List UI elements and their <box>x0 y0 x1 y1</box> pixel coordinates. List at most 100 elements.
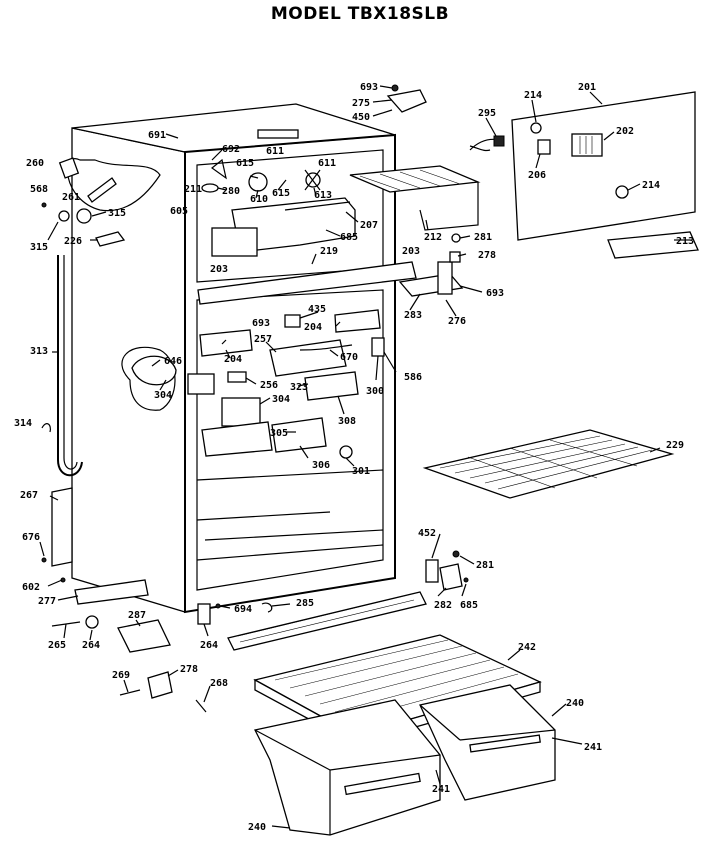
fan-motor <box>248 172 268 192</box>
label-605: 605 <box>170 206 188 217</box>
defrost-timer <box>131 355 177 386</box>
label-242: 242 <box>518 642 536 653</box>
middle-components <box>131 309 385 459</box>
switch-bottom <box>147 671 173 699</box>
control-cover <box>271 417 327 453</box>
label-281-lower: 281 <box>476 560 494 571</box>
label-214-lower: 214 <box>642 180 660 191</box>
roller <box>85 615 99 629</box>
label-203: 203 <box>210 264 228 275</box>
crisper-assembly <box>253 634 556 836</box>
housing-front <box>201 421 273 457</box>
label-257: 257 <box>254 334 272 345</box>
part-labels: 693 275 450 295 214 201 202 206 214 213 … <box>14 82 694 833</box>
label-203-right: 203 <box>402 246 420 257</box>
label-694: 694 <box>234 604 252 615</box>
label-568: 568 <box>30 184 48 195</box>
drain-tube <box>57 255 83 477</box>
label-313: 313 <box>30 346 48 357</box>
label-267: 267 <box>20 490 38 501</box>
light-socket <box>371 337 385 357</box>
label-240: 240 <box>566 698 584 709</box>
label-202: 202 <box>616 126 634 137</box>
control-panel <box>511 91 696 241</box>
label-613: 613 <box>314 190 332 201</box>
label-452: 452 <box>418 528 436 539</box>
kick-plate-left <box>74 579 149 605</box>
label-229: 229 <box>666 440 684 451</box>
lower-parts <box>51 550 469 713</box>
label-602: 602 <box>22 582 40 593</box>
label-269: 269 <box>112 670 130 681</box>
fan-motor-housing <box>211 227 258 257</box>
label-301: 301 <box>352 466 370 477</box>
bracket-left <box>199 329 253 357</box>
label-314: 314 <box>14 418 32 429</box>
control-knob-housing <box>571 133 603 157</box>
label-586: 586 <box>404 372 422 383</box>
panel-screw <box>530 122 542 134</box>
label-305: 305 <box>270 428 288 439</box>
mounting-bar <box>257 129 299 139</box>
cover-plate <box>117 619 171 653</box>
label-615: 615 <box>236 158 254 169</box>
fitting <box>58 210 70 222</box>
label-285: 285 <box>296 598 314 609</box>
label-315: 315 <box>108 208 126 219</box>
hinge-bushing <box>451 233 461 243</box>
wire-shelf <box>422 429 675 499</box>
label-275: 275 <box>352 98 370 109</box>
label-219: 219 <box>320 246 338 257</box>
label-204: 204 <box>304 322 322 333</box>
label-610: 610 <box>250 194 268 205</box>
top-components <box>197 84 699 305</box>
label-280: 280 <box>222 186 240 197</box>
label-323: 323 <box>290 382 308 393</box>
hinge-screw <box>391 84 399 92</box>
relay <box>187 373 215 395</box>
switch <box>537 139 551 155</box>
label-260: 260 <box>26 158 44 169</box>
control-box <box>221 397 261 427</box>
label-240-left: 240 <box>248 822 266 833</box>
drawer-handle-right <box>469 734 541 753</box>
label-278: 278 <box>478 250 496 261</box>
label-676: 676 <box>22 532 40 543</box>
drain-trough <box>87 177 117 203</box>
side-trim <box>51 487 73 567</box>
label-692: 692 <box>222 144 240 155</box>
knob <box>339 445 353 459</box>
label-283: 283 <box>404 310 422 321</box>
stop <box>449 251 461 263</box>
label-685-lower: 685 <box>460 600 478 611</box>
drain-plug <box>58 157 80 179</box>
label-685: 685 <box>340 232 358 243</box>
label-611-right: 611 <box>318 158 336 169</box>
label-261: 261 <box>62 192 80 203</box>
label-435: 435 <box>308 304 326 315</box>
hinge-bottom <box>439 563 463 591</box>
label-693: 693 <box>360 82 378 93</box>
label-212: 212 <box>424 232 442 243</box>
center-rail <box>197 261 417 305</box>
hinge-pin <box>437 261 453 295</box>
shelf-frame <box>422 429 675 499</box>
left-components <box>41 157 149 605</box>
label-256: 256 <box>260 380 278 391</box>
diagram-title: MODEL TBX18SLB <box>270 4 450 24</box>
label-206: 206 <box>528 170 546 181</box>
label-306: 306 <box>312 460 330 471</box>
bracket-right <box>334 309 381 333</box>
label-265: 265 <box>48 640 66 651</box>
top-hinge <box>386 89 427 113</box>
label-693-mid: 693 <box>252 318 270 329</box>
label-268: 268 <box>210 678 228 689</box>
label-295: 295 <box>478 108 496 119</box>
label-450: 450 <box>352 112 370 123</box>
label-304-mid: 304 <box>272 394 290 405</box>
label-211: 211 <box>184 184 202 195</box>
leader-lines <box>39 85 690 829</box>
label-282: 282 <box>434 600 452 611</box>
